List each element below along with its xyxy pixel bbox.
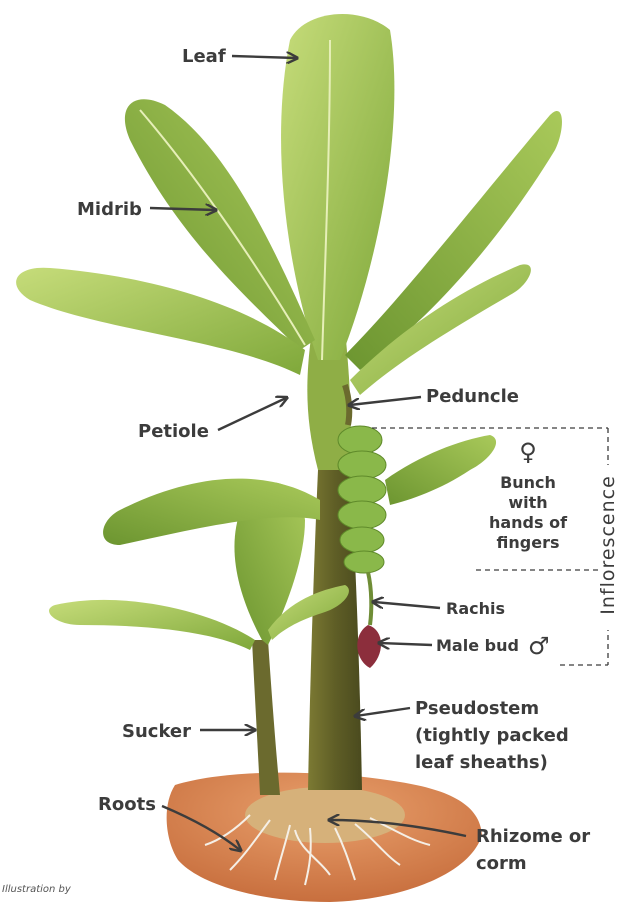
label-bunch-line3: hands of: [489, 513, 568, 532]
male-bud-shape: [357, 625, 381, 668]
label-roots: Roots: [98, 794, 156, 815]
label-rhizome-line1: Rhizome or: [476, 826, 590, 847]
label-bunch-line1: Bunch: [500, 473, 556, 492]
label-male-bud: Male bud: [436, 636, 519, 655]
label-leaf: Leaf: [182, 46, 226, 67]
label-rachis: Rachis: [446, 599, 505, 618]
label-rhizome-line2: corm: [476, 853, 527, 874]
label-petiole: Petiole: [138, 421, 209, 442]
label-peduncle: Peduncle: [426, 386, 519, 407]
label-bunch-line2: with: [508, 493, 547, 512]
label-pseudostem-line3: leaf sheaths): [415, 752, 548, 773]
female-symbol: ♀: [519, 438, 537, 466]
sucker-stem-shape: [252, 640, 280, 795]
illustration-credit: Illustration by: [2, 884, 72, 895]
sucker-leaf-left: [49, 600, 255, 650]
leaf-right-lower: [385, 435, 496, 505]
inflorescence-bracket: [372, 428, 608, 665]
label-pseudostem-line2: (tightly packed: [415, 725, 569, 746]
label-midrib: Midrib: [77, 199, 142, 220]
label-inflorescence: Inflorescence: [597, 475, 618, 615]
label-bunch-line4: fingers: [497, 533, 560, 552]
rachis-shape: [368, 572, 371, 625]
label-pseudostem-line1: Pseudostem: [415, 698, 539, 719]
rhizome-corm: [245, 787, 405, 843]
label-sucker: Sucker: [122, 721, 191, 742]
male-symbol: ♂: [528, 632, 550, 660]
